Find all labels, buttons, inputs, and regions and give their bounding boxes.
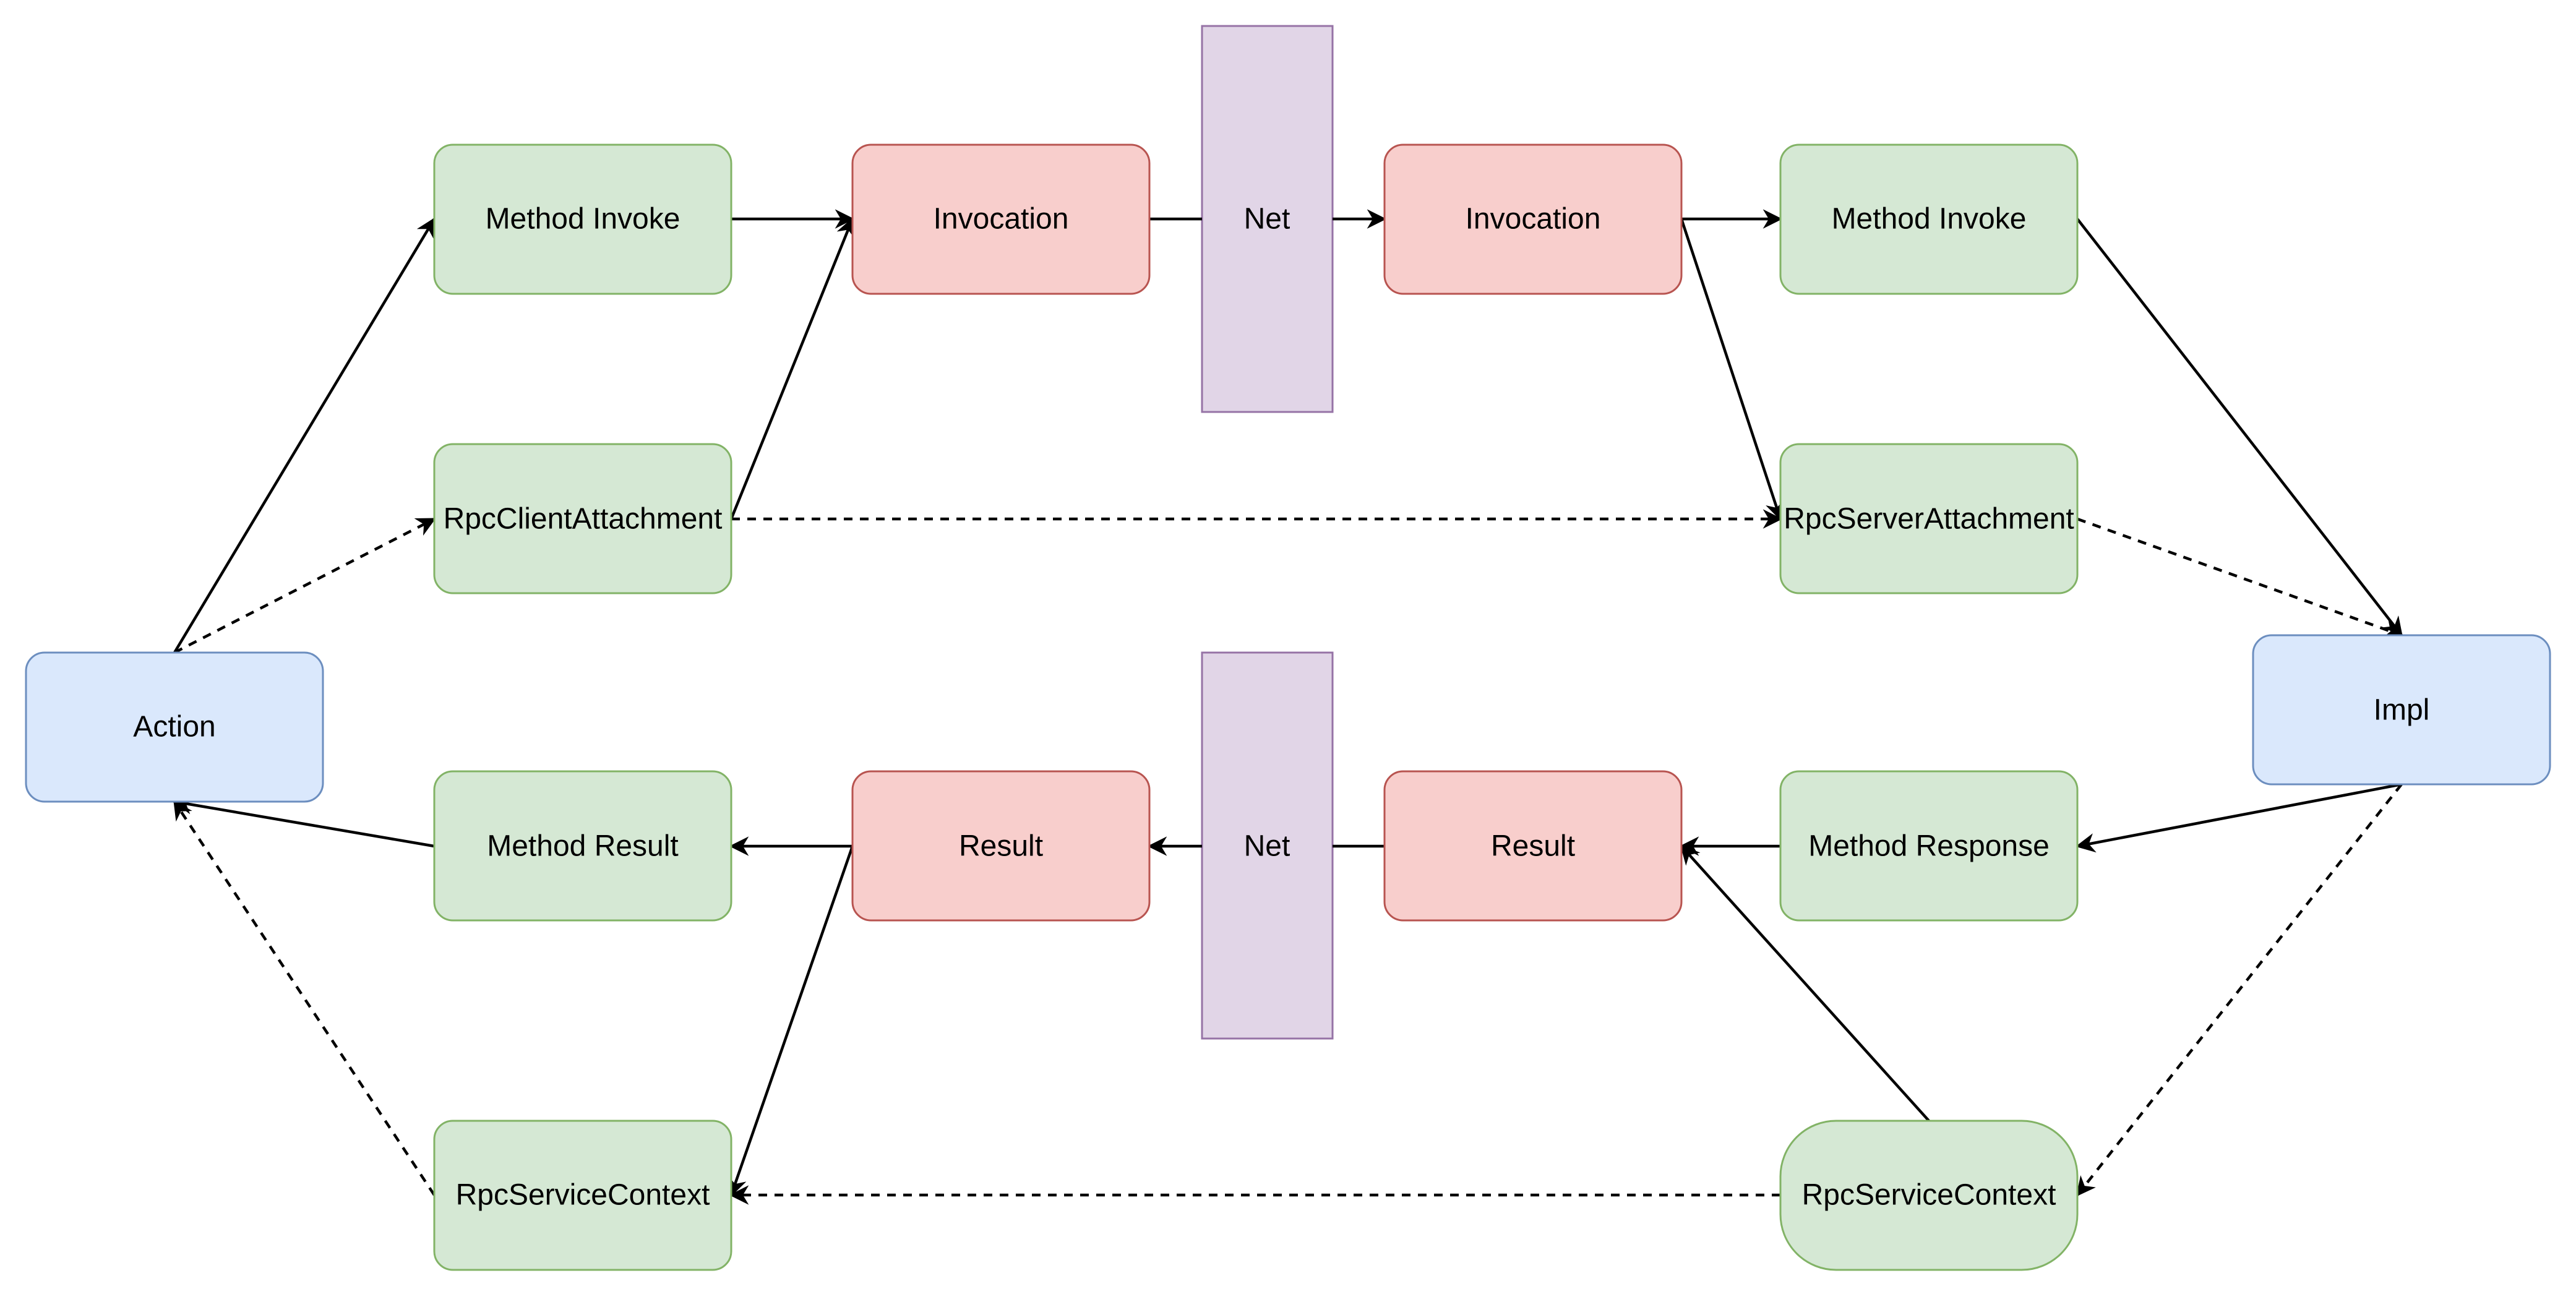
server-invocation-label: Invocation	[1466, 203, 1601, 236]
edge-result-to-client-service-context	[728, 846, 854, 1197]
edge-server-service-context-to-result	[1680, 844, 1930, 1122]
client-method-invoke-node: Method Invoke	[433, 144, 732, 295]
net-response-label: Net	[1244, 830, 1290, 863]
edges	[172, 209, 2403, 1205]
server-method-response-node: Method Response	[1779, 770, 2079, 922]
edge-server-invocation-to-server-attachment	[1680, 218, 1785, 521]
client-attachment-label: RpcClientAttachment	[444, 503, 723, 536]
edge-server-method-invoke-to-impl	[2076, 218, 2403, 637]
client-invocation-label: Invocation	[934, 203, 1069, 236]
server-result-node: Result	[1383, 770, 1683, 922]
client-service-context-node: RpcServiceContext	[433, 1120, 732, 1271]
edge-client-service-context-to-action	[173, 800, 436, 1196]
edge-method-result-to-action	[172, 795, 435, 848]
action-node: Action	[25, 651, 324, 803]
action-label: Action	[133, 711, 215, 743]
client-method-result-label: Method Result	[487, 830, 679, 863]
impl-label: Impl	[2374, 694, 2430, 727]
edge-impl-to-method-response	[2075, 782, 2402, 853]
net-request-node: Net	[1201, 25, 1334, 413]
edge-server-attachment-to-impl	[2077, 517, 2403, 639]
client-result-label: Result	[959, 830, 1043, 863]
net-request-label: Net	[1244, 203, 1290, 236]
edge-impl-to-server-service-context	[2076, 783, 2403, 1197]
net-response-node: Net	[1201, 651, 1334, 1040]
client-service-context-label: RpcServiceContext	[456, 1179, 710, 1212]
server-invocation-node: Invocation	[1383, 144, 1683, 295]
edge-action-to-method-invoke	[173, 217, 436, 654]
edge-action-to-client-attachment	[173, 517, 436, 654]
client-invocation-node: Invocation	[851, 144, 1151, 295]
client-attachment-node: RpcClientAttachment	[433, 443, 732, 594]
server-attachment-label: RpcServerAttachment	[1784, 503, 2074, 536]
impl-node: Impl	[2252, 634, 2551, 786]
server-service-context-label: RpcServiceContext	[1802, 1179, 2056, 1212]
server-attachment-node: RpcServerAttachment	[1779, 443, 2079, 594]
server-service-context-node: RpcServiceContext	[1779, 1120, 2079, 1271]
client-result-node: Result	[851, 770, 1151, 922]
client-method-invoke-label: Method Invoke	[486, 203, 680, 236]
edge-client-attachment-to-invocation	[729, 217, 855, 520]
server-result-label: Result	[1491, 830, 1575, 863]
client-method-result-node: Method Result	[433, 770, 732, 922]
server-method-response-label: Method Response	[1808, 830, 2050, 863]
server-method-invoke-node: Method Invoke	[1779, 144, 2079, 295]
server-method-invoke-label: Method Invoke	[1832, 203, 2027, 236]
